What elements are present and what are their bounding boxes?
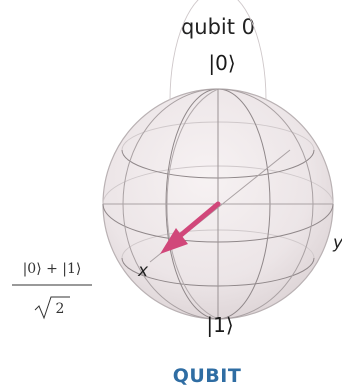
axis-label-x: x: [137, 261, 149, 281]
meridian-left: [166, 88, 219, 320]
axis-label-y: y: [332, 233, 342, 253]
pole-label-bottom: |1⟩: [206, 313, 233, 337]
formula-denominator: 2: [34, 296, 70, 320]
pole-label-top: |0⟩: [208, 51, 235, 75]
state-vector: [160, 201, 221, 254]
formula-denominator-value: 2: [56, 301, 65, 317]
bloch-sphere: [102, 0, 334, 320]
sphere-title: qubit 0: [181, 15, 255, 39]
state-vector-arrowhead: [160, 228, 188, 254]
figure-caption: QUBIT: [173, 365, 242, 387]
formula-numerator: |0⟩ + |1⟩: [23, 261, 82, 277]
square-root-sign: [34, 296, 70, 320]
state-vector-shaft: [172, 201, 221, 243]
state-formula: |0⟩ + |1⟩ 2: [12, 261, 92, 320]
